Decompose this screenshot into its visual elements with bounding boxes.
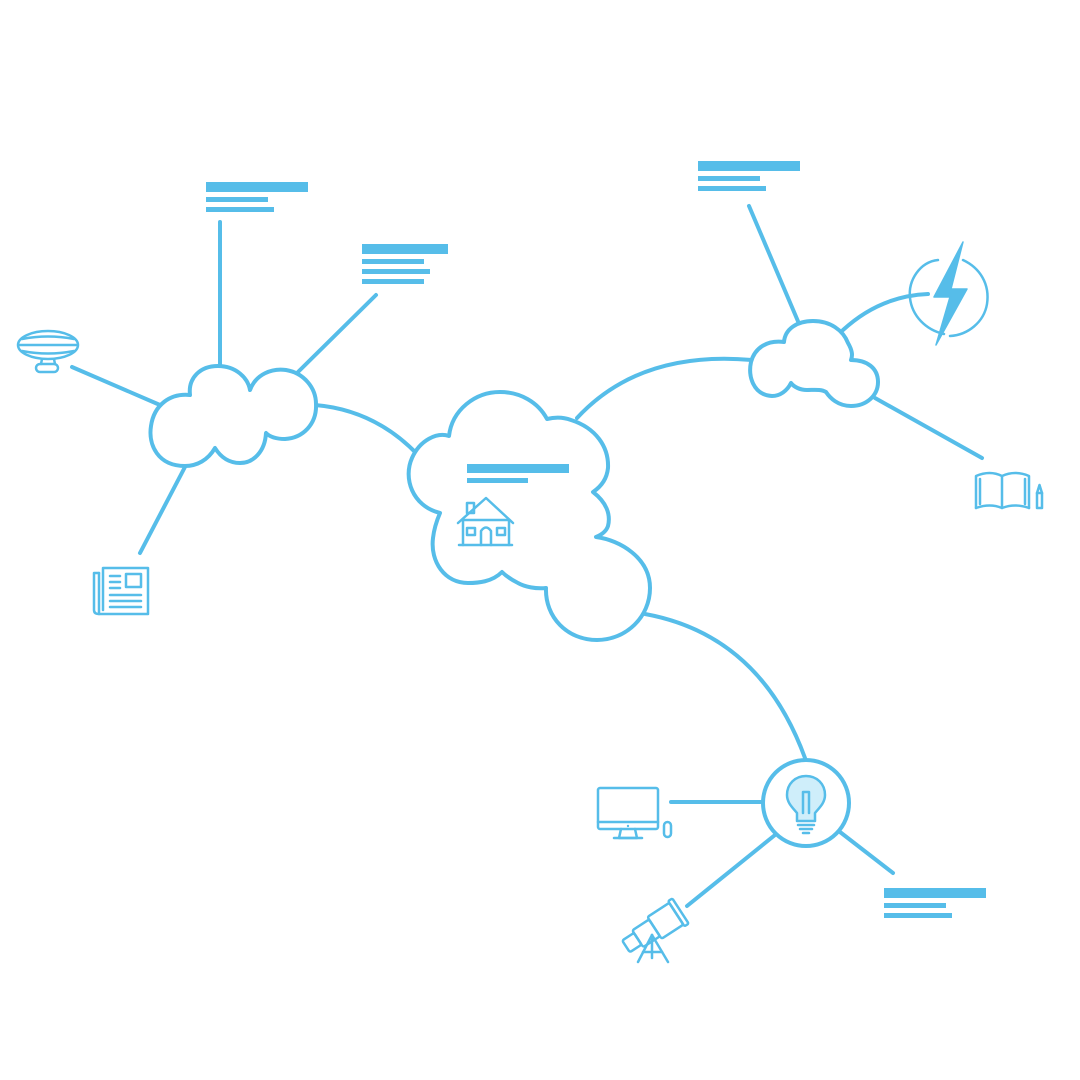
- connector-left-to-center: [313, 403, 420, 457]
- telescope-icon: [621, 897, 690, 964]
- connector-right-to-lightning: [841, 292, 930, 332]
- lightbulb-icon: [785, 774, 827, 835]
- connector-center-to-bottom: [643, 612, 807, 760]
- lightbulb-node: [761, 758, 851, 848]
- left-cloud-node: [148, 364, 319, 468]
- newspaper-icon: [92, 566, 150, 616]
- connector-left-to-newspaper: [138, 463, 188, 555]
- house-icon: [456, 496, 515, 547]
- computer-icon: [596, 786, 673, 840]
- connectors: [70, 204, 984, 908]
- lightning-icon: [908, 241, 989, 346]
- text-placeholder-left-right: [362, 244, 448, 284]
- text-placeholder-left-top: [206, 182, 308, 212]
- central-subtitle-placeholder-bar: [467, 478, 528, 483]
- connector-bulb-to-label: [838, 830, 895, 875]
- airship-icon: [16, 329, 80, 374]
- central-title-placeholder-bar: [467, 464, 569, 473]
- right-cloud-node: [748, 319, 880, 408]
- text-placeholder-right-top: [698, 161, 800, 191]
- central-cloud-node: [406, 390, 652, 642]
- connector-right-to-book: [873, 396, 984, 460]
- text-placeholder-bottom-right: [884, 888, 986, 918]
- connector-right-to-label: [747, 204, 802, 328]
- connector-left-to-right-label: [296, 293, 378, 374]
- connector-bulb-to-telescope: [685, 833, 777, 908]
- connector-left-to-airship: [70, 365, 162, 407]
- book-pencil-icon: [974, 471, 1044, 510]
- connector-center-to-right: [575, 356, 754, 420]
